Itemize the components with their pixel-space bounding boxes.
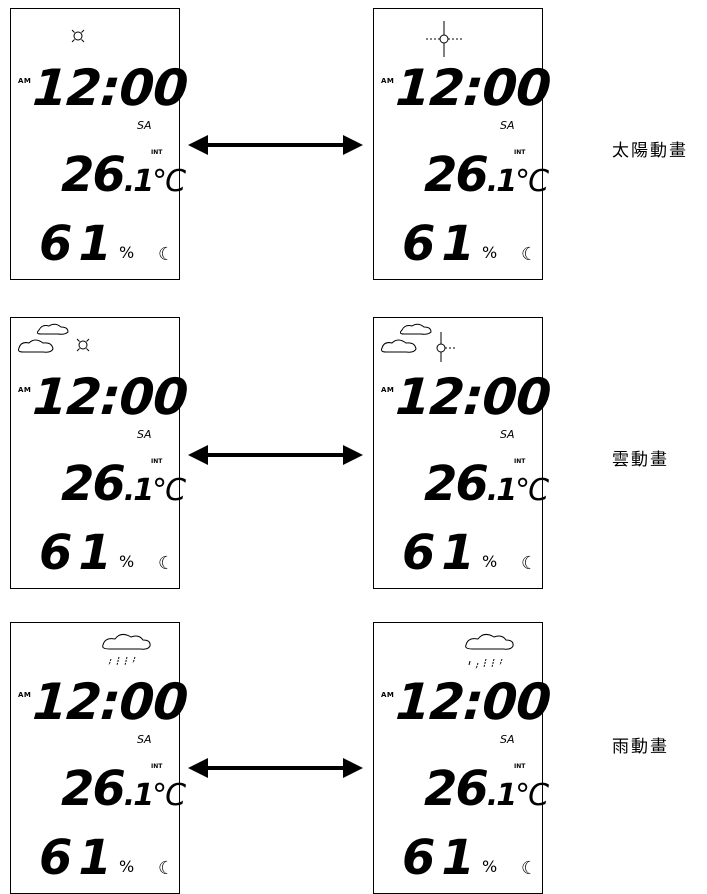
row-caption: 雲動畫 — [612, 450, 669, 470]
cloud-animation-row: AM 12:00 SA INT 26.1°C 61 % ☾ AM 12:00 S… — [0, 305, 707, 589]
moon-icon: ☾ — [158, 244, 175, 265]
int-label: INT — [514, 458, 526, 465]
temperature-display: 26.1°C — [424, 147, 549, 203]
am-indicator: AM — [381, 691, 395, 699]
am-indicator: AM — [381, 386, 395, 394]
percent-sign: % — [482, 857, 498, 876]
temperature-display: 26.1°C — [424, 456, 549, 512]
am-indicator: AM — [18, 77, 32, 85]
lcd-screen-left: AM 12:00 SA INT 26.1°C 61 % ☾ — [10, 622, 189, 894]
humidity-display: 61 — [402, 830, 481, 886]
sun-icon — [71, 29, 85, 43]
percent-sign: % — [482, 243, 498, 262]
double-arrow-icon — [188, 135, 363, 155]
lcd-screen-left: AM 12:00 SA INT 26.1°C 61 % ☾ — [10, 8, 189, 280]
weekday-display: SA — [137, 733, 152, 746]
cloud-sun-icon — [18, 323, 90, 353]
percent-sign: % — [482, 552, 498, 571]
moon-icon: ☾ — [521, 858, 538, 879]
lcd-screen-right: AM 12:00 SA INT 26.1°C 61 % ☾ — [373, 317, 552, 589]
rain-cloud-alt-icon — [465, 633, 514, 670]
percent-sign: % — [119, 243, 135, 262]
temperature-display: 26.1°C — [61, 761, 186, 817]
temperature-display: 26.1°C — [424, 761, 549, 817]
rain-cloud-icon — [102, 633, 151, 666]
humidity-display: 61 — [39, 525, 118, 581]
cloud-sun-rays-icon — [381, 323, 456, 362]
humidity-display: 61 — [402, 216, 481, 272]
time-display: 12:00 — [30, 368, 190, 426]
double-arrow-icon — [188, 445, 363, 465]
temperature-display: 26.1°C — [61, 456, 186, 512]
humidity-display: 61 — [402, 525, 481, 581]
double-arrow-icon — [188, 758, 363, 778]
humidity-display: 61 — [39, 830, 118, 886]
time-display: 12:00 — [393, 59, 553, 117]
humidity-display: 61 — [39, 216, 118, 272]
am-indicator: AM — [18, 386, 32, 394]
int-label: INT — [151, 763, 163, 770]
percent-sign: % — [119, 857, 135, 876]
sun-animation-row: AM 12:00 SA INT 26.1°C 61 % ☾ AM 12:00 S… — [0, 0, 707, 280]
lcd-screen-right: AM 12:00 SA INT 26.1°C 61 % ☾ — [373, 622, 552, 894]
moon-icon: ☾ — [158, 858, 175, 879]
int-label: INT — [151, 458, 163, 465]
weekday-display: SA — [137, 119, 152, 132]
row-caption: 太陽動畫 — [612, 141, 688, 161]
weekday-display: SA — [137, 428, 152, 441]
am-indicator: AM — [381, 77, 395, 85]
sun-rays-icon — [426, 21, 462, 57]
time-display: 12:00 — [393, 673, 553, 731]
row-caption: 雨動畫 — [612, 737, 669, 757]
lcd-screen-right: AM 12:00 SA INT 26.1°C 61 % ☾ — [373, 8, 552, 280]
temperature-display: 26.1°C — [61, 147, 186, 203]
time-display: 12:00 — [30, 673, 190, 731]
int-label: INT — [514, 763, 526, 770]
weekday-display: SA — [500, 733, 515, 746]
am-indicator: AM — [18, 691, 32, 699]
time-display: 12:00 — [393, 368, 553, 426]
moon-icon: ☾ — [521, 553, 538, 574]
rain-animation-row: AM 12:00 SA INT 26.1°C 61 % ☾ AM 12:00 S… — [0, 610, 707, 894]
weekday-display: SA — [500, 119, 515, 132]
int-label: INT — [514, 149, 526, 156]
int-label: INT — [151, 149, 163, 156]
moon-icon: ☾ — [158, 553, 175, 574]
lcd-screen-left: AM 12:00 SA INT 26.1°C 61 % ☾ — [10, 317, 189, 589]
percent-sign: % — [119, 552, 135, 571]
weekday-display: SA — [500, 428, 515, 441]
time-display: 12:00 — [30, 59, 190, 117]
moon-icon: ☾ — [521, 244, 538, 265]
